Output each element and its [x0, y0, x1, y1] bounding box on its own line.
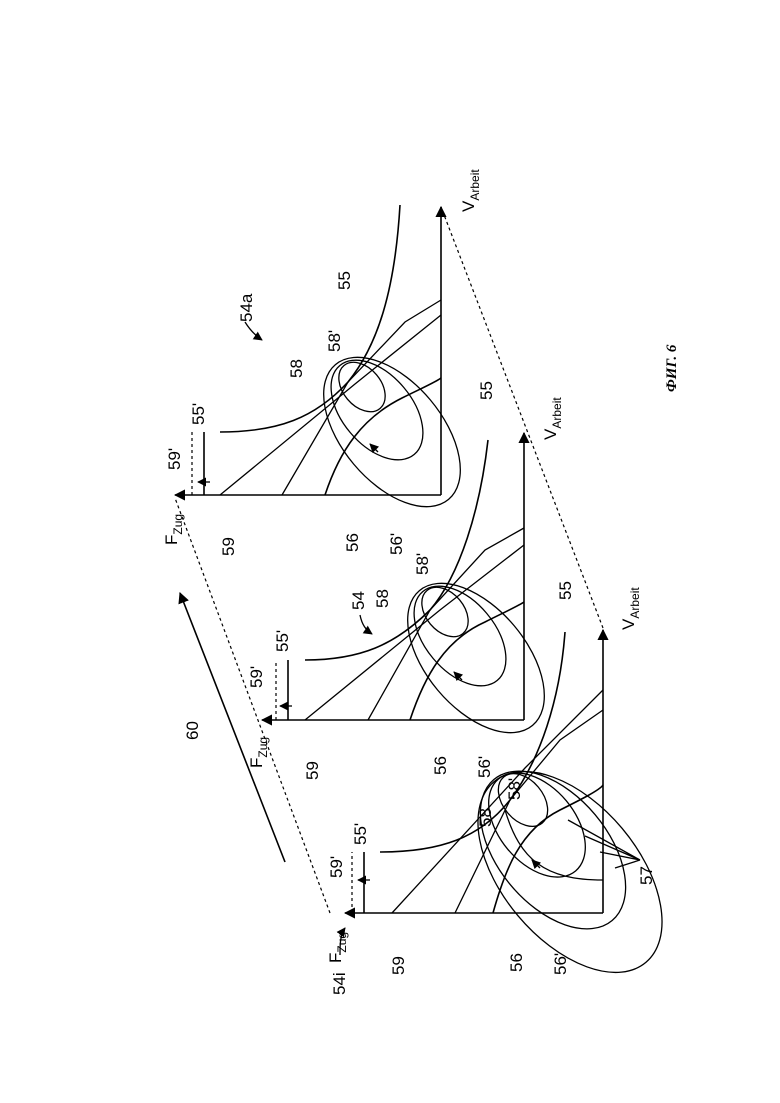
diagonal-a [392, 690, 603, 913]
label-54: 54 [349, 591, 368, 610]
speed-axis-label: VArbeit [459, 169, 482, 212]
curve-55 [380, 632, 565, 852]
label-58: 58 [287, 359, 306, 378]
label-55: 55 [477, 381, 496, 400]
curve-57a [505, 810, 603, 880]
label-54i: 54i [330, 972, 349, 995]
leader-54a [245, 322, 262, 340]
graph-54: 54 FZug VArbeit 59 59' 55' 58 58' 56 56'… [247, 381, 571, 780]
label-59: 59 [389, 956, 408, 975]
label-56: 56 [431, 756, 450, 775]
label-59: 59 [219, 537, 238, 556]
label-58: 58 [476, 808, 495, 827]
label-58p: 58' [505, 778, 524, 800]
label-55p: 55' [351, 823, 370, 845]
diagonal-b [368, 528, 524, 720]
label-56p: 56' [551, 953, 570, 975]
curve-56p [325, 378, 441, 495]
figure-caption: ФИГ. 6 [664, 344, 680, 392]
label-59p: 59' [247, 666, 266, 688]
label-58p: 58' [413, 553, 432, 575]
force-axis-label: FZug [326, 932, 349, 963]
arrow-label-60: 60 [183, 721, 202, 740]
label-56: 56 [343, 533, 362, 552]
label-59p: 59' [327, 856, 346, 878]
label-55: 55 [556, 581, 575, 600]
label-59p: 59' [165, 448, 184, 470]
speed-axis-label: VArbeit [541, 397, 564, 440]
dotted-link-top [175, 498, 330, 913]
diagonal-b [282, 300, 441, 495]
label-59: 59 [303, 761, 322, 780]
label-56p: 56' [387, 533, 406, 555]
dotted-link-bottom [441, 207, 603, 628]
label-56: 56 [507, 953, 526, 972]
label-57: 57 [637, 866, 656, 885]
label-55p: 55' [189, 403, 208, 425]
label-55p: 55' [273, 630, 292, 652]
force-axis-label: FZug [247, 737, 270, 768]
label-58p: 58' [325, 330, 344, 352]
ellipse-3 [297, 332, 487, 531]
label-56p: 56' [475, 756, 494, 778]
leader-54 [360, 615, 372, 634]
ellipse-3 [381, 558, 571, 757]
force-axis-label: FZug [162, 514, 185, 545]
label-55: 55 [335, 271, 354, 290]
graph-54a: 54a FZug VArbeit 59 59' 55' 58 58' 56 56… [162, 169, 487, 556]
speed-axis-label: VArbeit [619, 587, 642, 630]
label-58: 58 [373, 589, 392, 608]
label-54a: 54a [237, 293, 256, 322]
